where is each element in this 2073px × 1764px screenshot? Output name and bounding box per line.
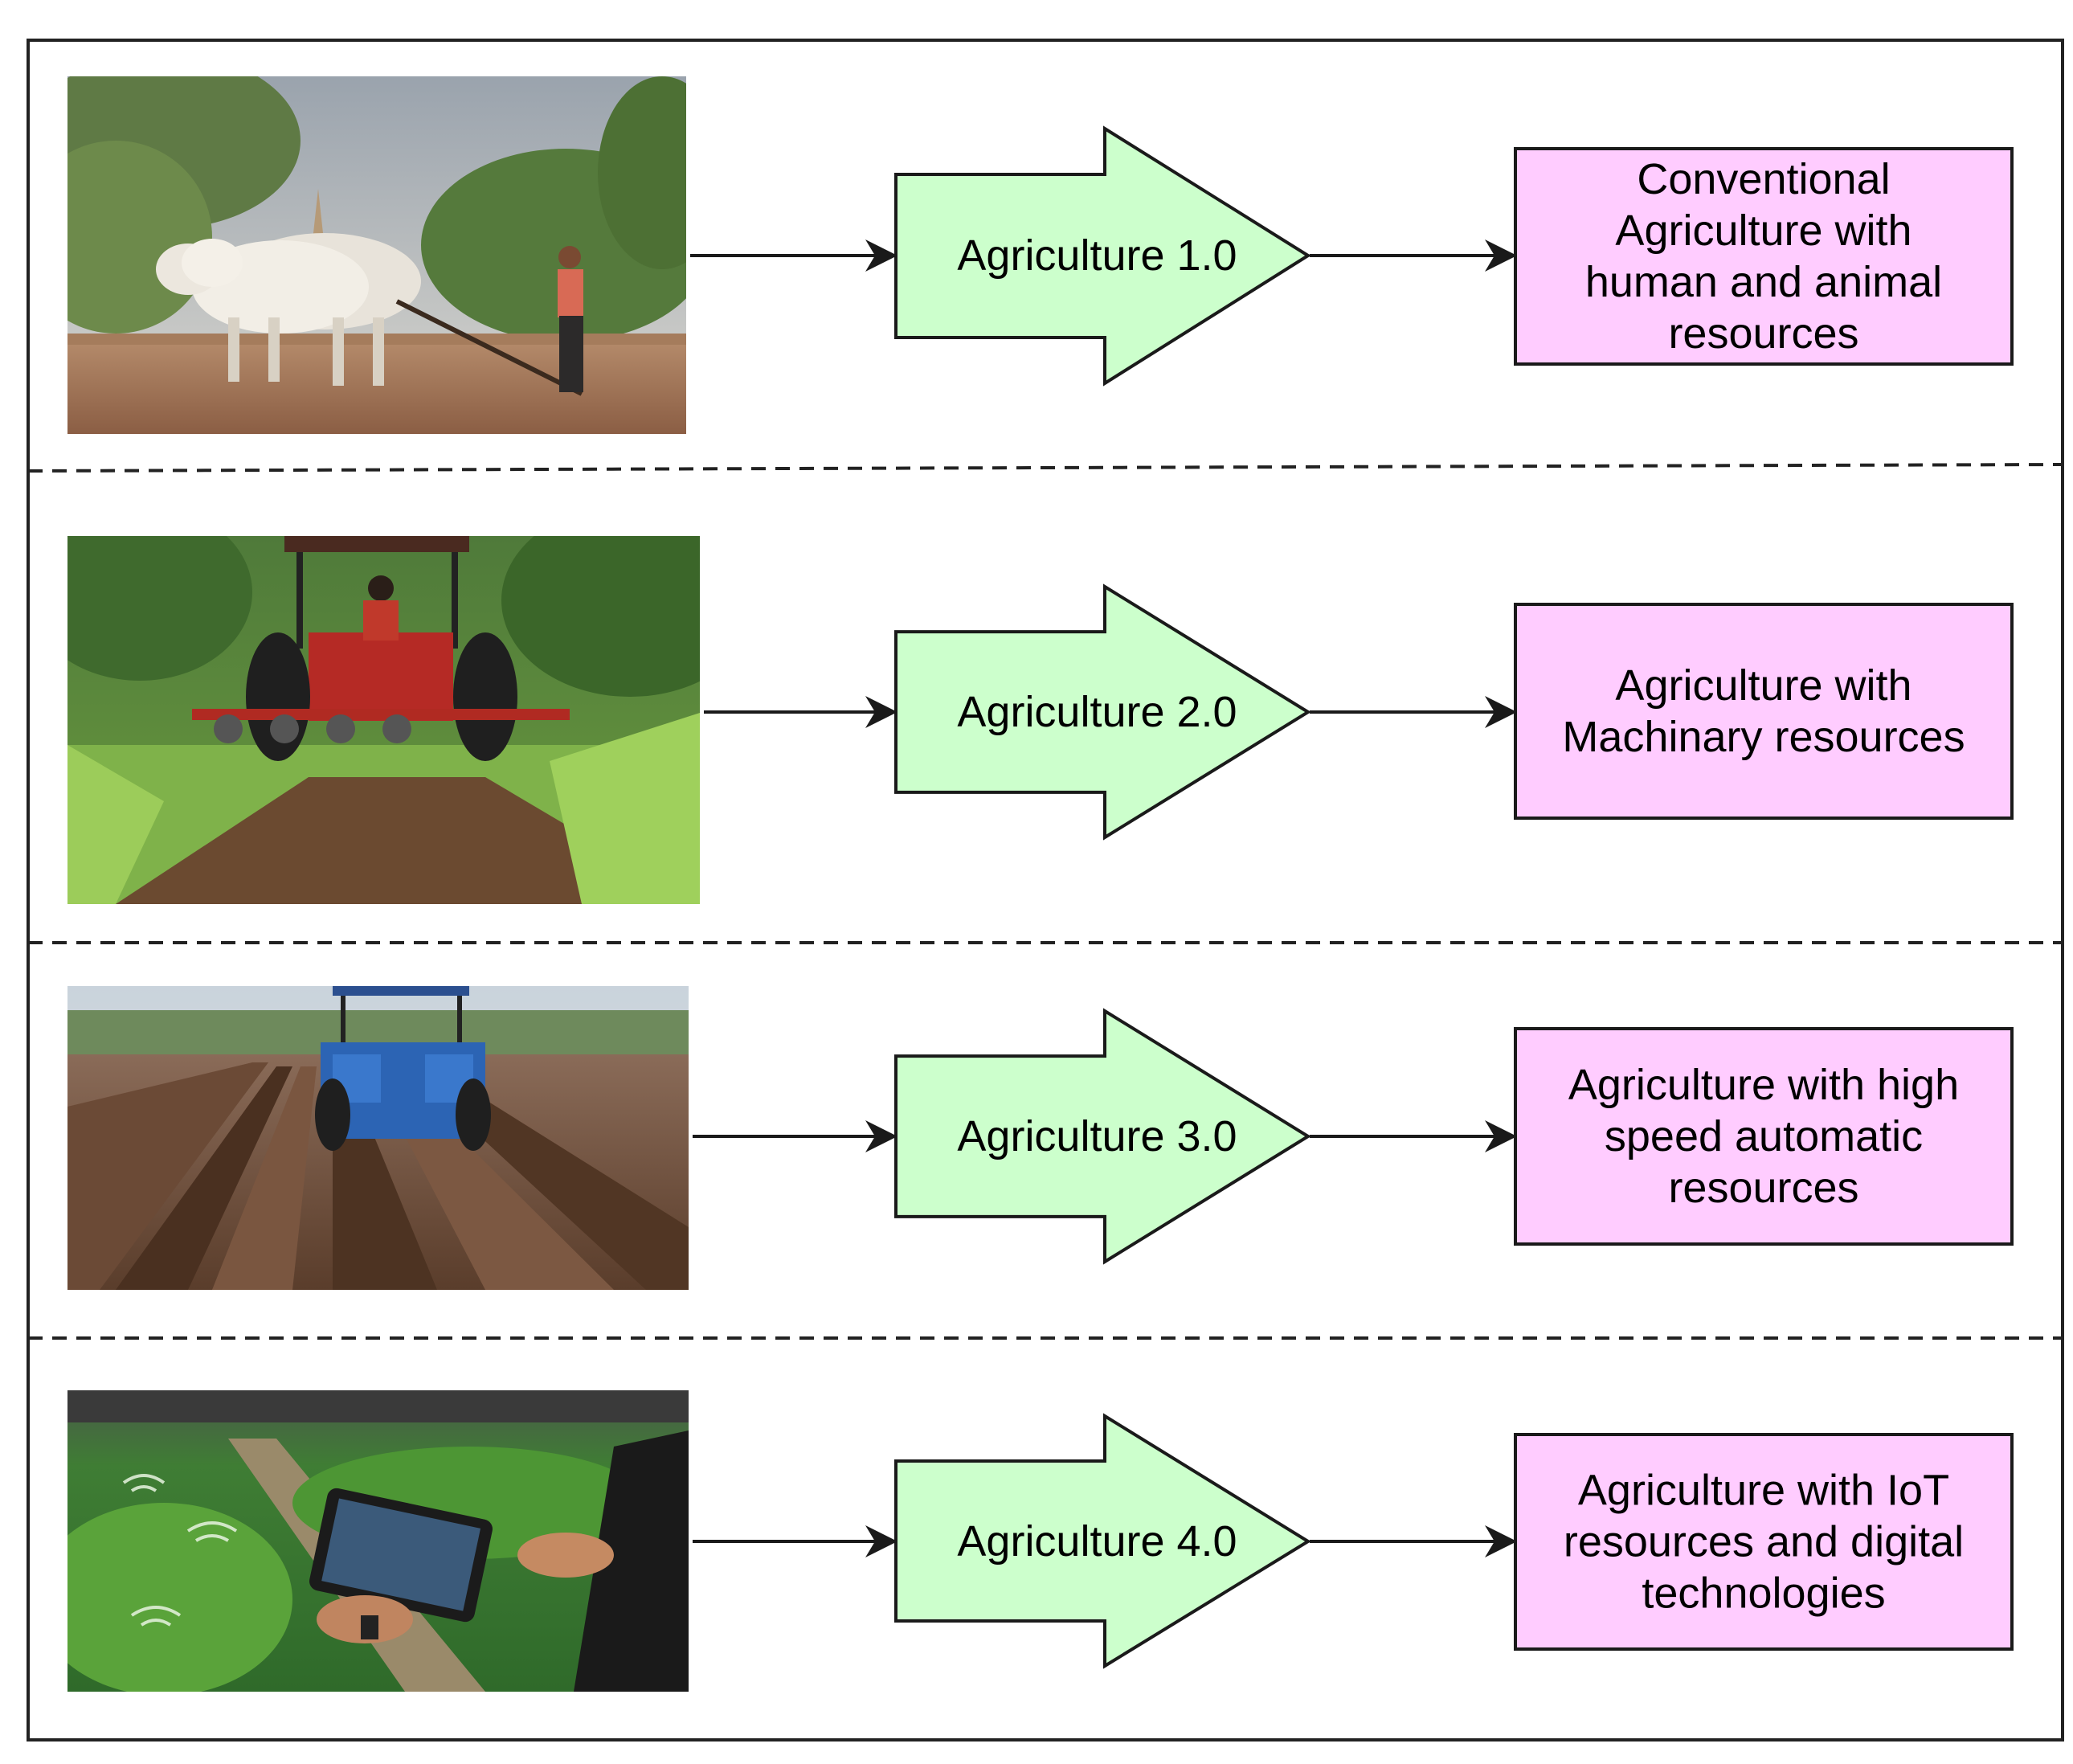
stage-description-line: resources: [1668, 1164, 1858, 1212]
stage-description-box: [1514, 1027, 2014, 1246]
row-separator: [27, 463, 2063, 473]
stage-description-box: [1514, 603, 2014, 820]
stage-description-line: resources and digital: [1564, 1518, 1964, 1566]
stage-description-line: Agriculture with IoT: [1578, 1467, 1949, 1515]
stage-description-line: speed automatic: [1605, 1112, 1923, 1160]
outer-frame: [27, 39, 2064, 1741]
stage-description-box: [1514, 1433, 2014, 1651]
stage-description-line: resources: [1668, 309, 1858, 358]
oxen-plowing-field-photo: [67, 76, 686, 434]
stage-block-arrow: [894, 583, 1311, 841]
stage-label: Agriculture 4.0: [957, 1517, 1237, 1565]
stage-block-arrow: [894, 1008, 1311, 1265]
stage-label: Agriculture 2.0: [957, 688, 1237, 736]
stage-label: Agriculture 3.0: [957, 1112, 1237, 1160]
stage-label: Agriculture 1.0: [957, 231, 1237, 280]
tablet-smart-farm-photo: [67, 1390, 689, 1692]
red-tractor-in-crops-photo: [67, 536, 700, 904]
stage-description-line: Agriculture with: [1615, 661, 1911, 710]
stage-description-box: [1514, 147, 2014, 366]
stage-block-arrow: [894, 1413, 1311, 1669]
stage-description-line: Conventional: [1637, 155, 1890, 203]
stage-description-line: Agriculture with high: [1568, 1061, 1959, 1109]
stage-description-line: human and animal: [1585, 258, 1942, 306]
stage-block-arrow: [894, 125, 1311, 387]
stage-description-line: technologies: [1642, 1570, 1885, 1618]
stage-description-line: Agriculture with: [1615, 207, 1911, 255]
blue-tractor-furrows-photo: [67, 986, 689, 1290]
stage-description-line: Machinary resources: [1562, 713, 1965, 761]
